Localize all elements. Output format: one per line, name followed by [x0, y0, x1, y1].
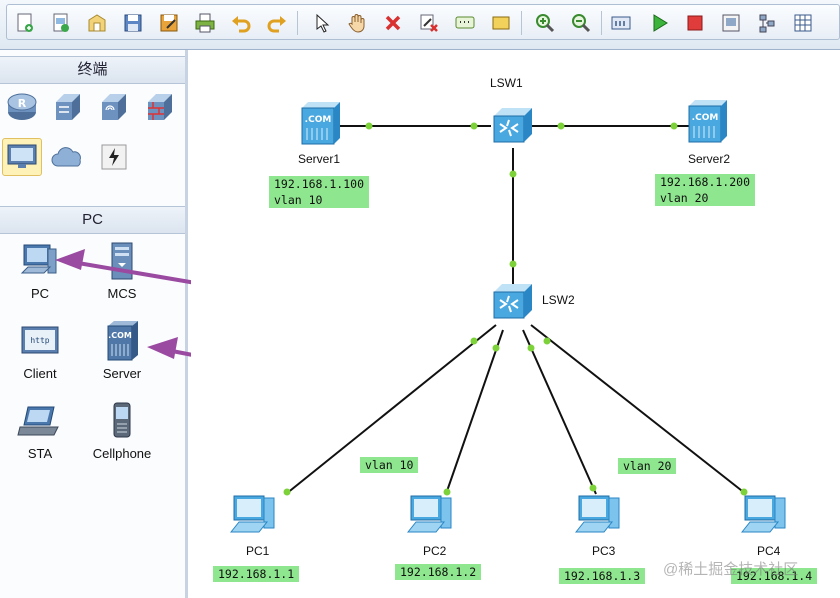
device-label: Cellphone — [92, 446, 152, 461]
stop-device-icon[interactable] — [683, 11, 707, 35]
sta-laptop-icon — [0, 396, 80, 446]
server2-label: Server2 — [688, 152, 731, 166]
server1[interactable]: .COM — [298, 100, 344, 151]
pc-icon — [0, 236, 80, 286]
device-sta[interactable]: STA — [0, 396, 80, 461]
terminal-section-header[interactable]: 终端 — [0, 56, 185, 84]
server-icon: .COM — [82, 316, 162, 366]
device-cellphone[interactable]: Cellphone — [82, 396, 162, 461]
pc3-label: PC3 — [592, 544, 616, 558]
new-topology-icon[interactable] — [13, 11, 37, 35]
lsw1-label: LSW1 — [490, 76, 523, 90]
link-lsw2-pc2 — [445, 329, 504, 495]
device-label: STA — [27, 446, 53, 461]
client-icon: http — [0, 316, 80, 366]
switch-icon[interactable] — [48, 88, 88, 126]
pc3-ip-tag[interactable]: 192.168.1.3 — [559, 568, 646, 584]
delete-link-icon[interactable] — [417, 11, 441, 35]
lsw2-label: LSW2 — [542, 293, 575, 307]
svg-text:.COM: .COM — [692, 113, 719, 123]
device-label: Server — [102, 366, 142, 381]
pc2-label: PC2 — [423, 544, 447, 558]
pc1[interactable] — [228, 490, 282, 543]
connector-icon[interactable] — [94, 138, 134, 176]
cloud-icon[interactable] — [48, 138, 88, 176]
topology-icon[interactable] — [755, 11, 779, 35]
device-label: PC — [30, 286, 50, 301]
switch-lsw2[interactable] — [490, 280, 536, 327]
svg-text:.COM: .COM — [305, 115, 332, 125]
switch-lsw1[interactable] — [490, 104, 536, 151]
link-lsw2-pc4 — [530, 324, 747, 495]
vlan10-tag[interactable]: vlan 10 — [360, 457, 419, 473]
server1-label: Server1 — [298, 152, 341, 166]
device-server[interactable]: .COM Server — [82, 316, 162, 381]
zoom-out-icon[interactable] — [569, 11, 593, 35]
router-icon[interactable]: R — [2, 88, 42, 126]
device-label: MCS — [107, 286, 137, 301]
pc1-ip-tag[interactable]: 192.168.1.1 — [213, 566, 300, 582]
open-icon[interactable] — [85, 11, 109, 35]
pc2[interactable] — [405, 490, 459, 543]
toolbar-separator — [521, 11, 522, 35]
new-project-icon[interactable] — [49, 11, 73, 35]
toolbar-strip — [6, 4, 840, 40]
vlan20-tag[interactable]: vlan 20 — [618, 458, 677, 474]
device-pc[interactable]: PC — [0, 236, 80, 301]
pc2-ip-tag[interactable]: 192.168.1.2 — [395, 564, 482, 580]
grid-icon[interactable] — [791, 11, 815, 35]
pc1-label: PC1 — [246, 544, 270, 558]
pan-hand-icon[interactable] — [345, 11, 369, 35]
toolbar — [0, 0, 840, 50]
zoom-in-icon[interactable] — [533, 11, 557, 35]
annotation-arrows — [55, 249, 323, 382]
toolbar-separator — [297, 11, 298, 35]
toolbar-separator — [601, 11, 602, 35]
redo-icon[interactable] — [265, 11, 289, 35]
pc4[interactable] — [739, 490, 793, 543]
firewall-icon[interactable] — [140, 88, 180, 126]
device-client[interactable]: http Client — [0, 316, 80, 381]
link-layer — [283, 122, 748, 496]
server2-ip-tag[interactable]: 192.168.1.200 vlan 20 — [655, 174, 756, 206]
port-dots — [283, 122, 748, 496]
server1-ip-tag[interactable]: 192.168.1.100 vlan 10 — [269, 176, 370, 208]
cellphone-icon — [82, 396, 162, 446]
pc4-ip-tag[interactable]: 192.168.1.4 — [731, 568, 818, 584]
link-lsw2-pc1 — [285, 324, 497, 495]
server2[interactable]: .COM — [685, 98, 731, 149]
pc-section-header[interactable]: PC — [0, 206, 185, 234]
device-palette: 终端 R PC PC MCS http Client — [0, 50, 323, 598]
rectangle-icon[interactable] — [489, 11, 513, 35]
save-icon[interactable] — [121, 11, 145, 35]
topology-canvas[interactable]: LSW1 LSW2 .COM Server1 .COM Server2 PC1 … — [191, 50, 840, 598]
text-note-icon[interactable] — [453, 11, 477, 35]
pc4-label: PC4 — [757, 544, 781, 558]
pc-monitor-icon[interactable] — [2, 138, 42, 176]
print-icon[interactable] — [193, 11, 217, 35]
select-pointer-icon[interactable] — [309, 11, 333, 35]
delete-icon[interactable] — [381, 11, 405, 35]
device-label: Client — [23, 366, 57, 381]
svg-text:http: http — [30, 336, 49, 345]
save-as-icon[interactable] — [157, 11, 181, 35]
capture-icon[interactable] — [719, 11, 743, 35]
watermark: @稀土掘金技术社区 — [663, 561, 799, 578]
svg-text:R: R — [18, 97, 27, 110]
svg-text:.COM: .COM — [108, 331, 132, 340]
link-lsw2-pc3 — [522, 329, 597, 495]
pc3[interactable] — [573, 490, 627, 543]
wireless-icon[interactable] — [94, 88, 134, 126]
device-table-icon[interactable] — [609, 11, 633, 35]
undo-icon[interactable] — [229, 11, 253, 35]
start-device-icon[interactable] — [647, 11, 671, 35]
